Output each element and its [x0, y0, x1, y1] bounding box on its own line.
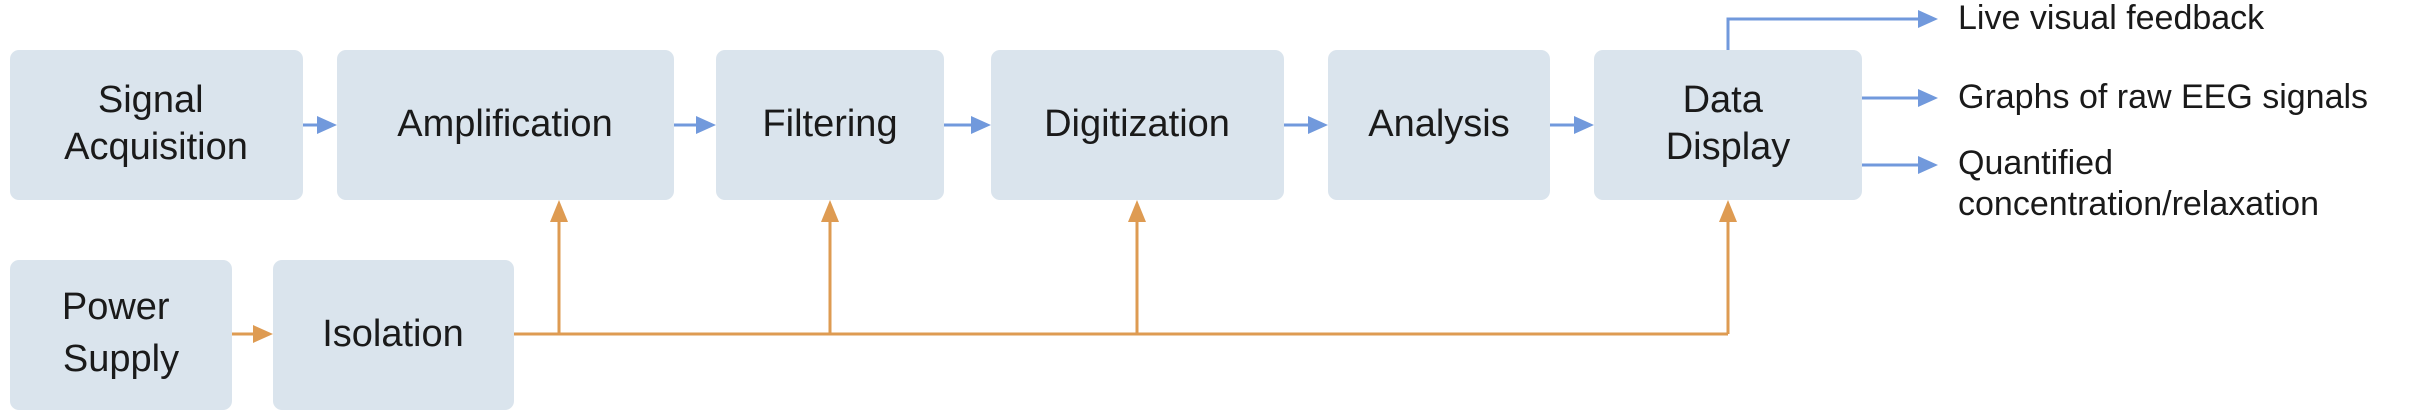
quantified-label: Quantified concentration/relaxation: [1958, 144, 2319, 223]
filtering-label: Filtering: [762, 103, 897, 145]
arrow-to-quantified: [1862, 156, 1938, 174]
digitization-label: Digitization: [1044, 103, 1230, 145]
arrow-to-live-feedback: [1726, 10, 1938, 50]
isolation-label: Isolation: [322, 313, 464, 355]
arrow-power-to-digitization: [1128, 200, 1146, 334]
arrow-power-to-amplification: [550, 200, 568, 334]
isolation-block: Isolation: [273, 260, 514, 410]
power-supply-label: Power Supply: [62, 286, 180, 380]
arrow-digitization-to-analysis: [1284, 116, 1328, 134]
data-display-label-line-1: Data: [1683, 79, 1764, 121]
arrow-power-to-filtering: [821, 200, 839, 334]
data-display-label: Data Display: [1666, 79, 1791, 168]
arrow-amplification-to-filtering: [674, 116, 716, 134]
arrow-acquisition-to-amplification: [303, 116, 337, 134]
data-display-label-line-2: Display: [1666, 126, 1791, 168]
analysis-label: Analysis: [1368, 103, 1510, 145]
quantified-label-line-2: concentration/relaxation: [1958, 185, 2319, 223]
raw-graphs-label: Graphs of raw EEG signals: [1958, 78, 2368, 116]
arrow-analysis-to-data-display: [1550, 116, 1594, 134]
power-supply-block: Power Supply: [10, 260, 232, 410]
power-supply-label-line-1: Power: [62, 286, 170, 328]
quantified-label-line-1: Quantified: [1958, 144, 2113, 182]
signal-acquisition-label-line-2: Acquisition: [64, 126, 248, 168]
digitization-block: Digitization: [991, 50, 1284, 200]
signal-acquisition-label-line-1: Signal: [98, 79, 204, 121]
amplification-label: Amplification: [397, 103, 612, 145]
arrow-filtering-to-digitization: [944, 116, 991, 134]
arrow-power-to-data-display: [1719, 200, 1737, 334]
signal-acquisition-label: Signal Acquisition: [64, 79, 248, 168]
arrow-to-raw-graphs: [1862, 89, 1938, 107]
power-supply-label-line-2: Supply: [63, 338, 179, 380]
signal-acquisition-block: Signal Acquisition: [10, 50, 303, 200]
live-feedback-label: Live visual feedback: [1958, 0, 2265, 37]
arrow-power-supply-to-isolation: [232, 325, 273, 343]
data-display-block: Data Display: [1594, 50, 1862, 200]
analysis-block: Analysis: [1328, 50, 1550, 200]
amplification-block: Amplification: [337, 50, 674, 200]
filtering-block: Filtering: [716, 50, 944, 200]
